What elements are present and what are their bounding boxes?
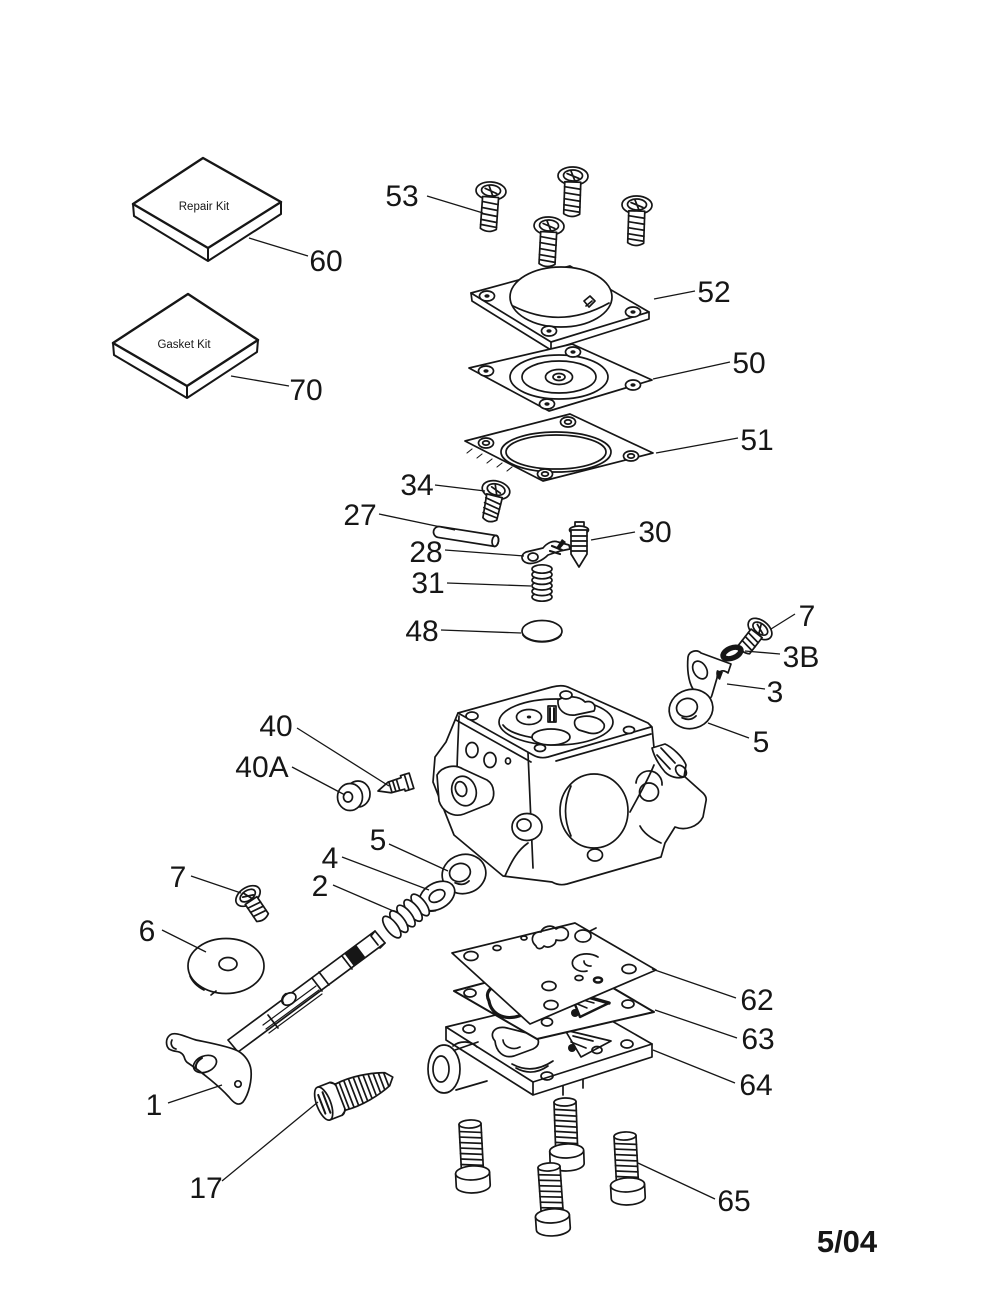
callout-40-16: 40	[259, 710, 292, 743]
gasket-kit-label: Gasket Kit	[157, 339, 211, 351]
screw-17	[313, 1071, 394, 1121]
repair-kit-label: Repair Kit	[179, 201, 230, 213]
callout-60-1: 60	[309, 245, 342, 278]
date-code: 5/04	[817, 1224, 878, 1259]
leader-line-60-1	[248, 237, 309, 257]
callout-31-10: 31	[411, 567, 444, 600]
callout-53-0: 53	[385, 180, 418, 213]
leader-line-50-3	[652, 361, 731, 380]
plate-3	[686, 650, 732, 701]
leader-line-1-23	[167, 1084, 223, 1104]
callout-3B-13: 3B	[783, 641, 820, 674]
callout-51-5: 51	[740, 424, 773, 457]
lever-28	[521, 539, 571, 565]
leader-line-40-16	[296, 727, 390, 787]
leader-line-53-0	[426, 195, 484, 214]
callout-6-22: 6	[139, 915, 156, 948]
leader-line-31-10	[446, 582, 532, 587]
leader-line-62-25	[651, 968, 737, 999]
screw-7-left	[231, 880, 276, 928]
leader-line-48-11	[440, 629, 522, 634]
callout-30-8: 30	[638, 516, 671, 549]
leader-line-3B-13	[744, 650, 781, 655]
callout-27-7: 27	[343, 499, 376, 532]
diaphragm-50	[468, 343, 653, 412]
callout-1-23: 1	[146, 1089, 163, 1122]
leader-line-6-22	[161, 929, 207, 953]
callout-62-25: 62	[740, 984, 773, 1017]
callout-7-21: 7	[170, 861, 187, 894]
callout-4-19: 4	[322, 842, 339, 875]
callout-63-26: 63	[741, 1023, 774, 1056]
leader-line-65-28	[637, 1162, 716, 1200]
leader-line-7-21	[190, 875, 242, 894]
callout-7-12: 7	[799, 600, 816, 633]
spring-31	[531, 563, 553, 603]
callout-64-27: 64	[739, 1069, 772, 1102]
leader-line-27-7	[378, 513, 456, 531]
leader-line-4-19	[341, 856, 430, 891]
leader-line-64-27	[652, 1049, 736, 1084]
callout-5-15: 5	[753, 726, 770, 759]
needle-40	[377, 772, 415, 794]
callout-65-28: 65	[717, 1185, 750, 1218]
pin-27	[432, 525, 500, 548]
callout-5-18: 5	[370, 824, 387, 857]
callout-48-11: 48	[405, 615, 438, 648]
leader-line-7-12	[770, 613, 796, 630]
repair-kit-box	[131, 156, 283, 262]
leader-line-52-2	[653, 290, 696, 300]
callout-17-24: 17	[189, 1172, 222, 1205]
callout-28-9: 28	[409, 536, 442, 569]
callout-52-2: 52	[697, 276, 730, 309]
callout-50-3: 50	[732, 347, 765, 380]
leader-line-28-9	[444, 549, 525, 557]
washer-3b	[720, 644, 744, 662]
leader-line-40A-17	[291, 766, 346, 796]
leader-line-51-5	[655, 437, 739, 454]
screw-34	[481, 479, 511, 523]
bushing-40a	[336, 780, 371, 812]
callout-3-14: 3	[767, 676, 784, 709]
gasket-kit-box	[111, 292, 260, 399]
leader-line-5-15	[707, 722, 750, 739]
callout-70-4: 70	[289, 374, 322, 407]
leader-line-17-24	[221, 1101, 319, 1182]
callout-40A-17: 40A	[235, 751, 288, 784]
needle-30	[568, 521, 590, 568]
throttle-shaft-1	[165, 930, 386, 1105]
pump-diaphragm-62	[451, 922, 657, 1025]
gasket-51	[464, 413, 654, 482]
base-screws-65	[451, 1096, 647, 1238]
leader-line-70-4	[230, 375, 290, 387]
callout-34-6: 34	[400, 469, 433, 502]
cover-screws-53	[472, 165, 654, 269]
leader-line-5-18	[388, 843, 449, 872]
leader-line-30-8	[590, 531, 636, 541]
leader-line-63-26	[654, 1009, 738, 1039]
plug-48	[521, 619, 563, 643]
cover-52	[470, 265, 650, 351]
leader-line-3-14	[726, 683, 766, 690]
disc-6	[187, 937, 265, 996]
carburetor-body	[432, 684, 708, 886]
callout-2-20: 2	[312, 870, 329, 903]
leader-line-2-20	[332, 884, 399, 914]
spring-2	[381, 893, 431, 939]
leader-line-34-6	[434, 484, 486, 492]
